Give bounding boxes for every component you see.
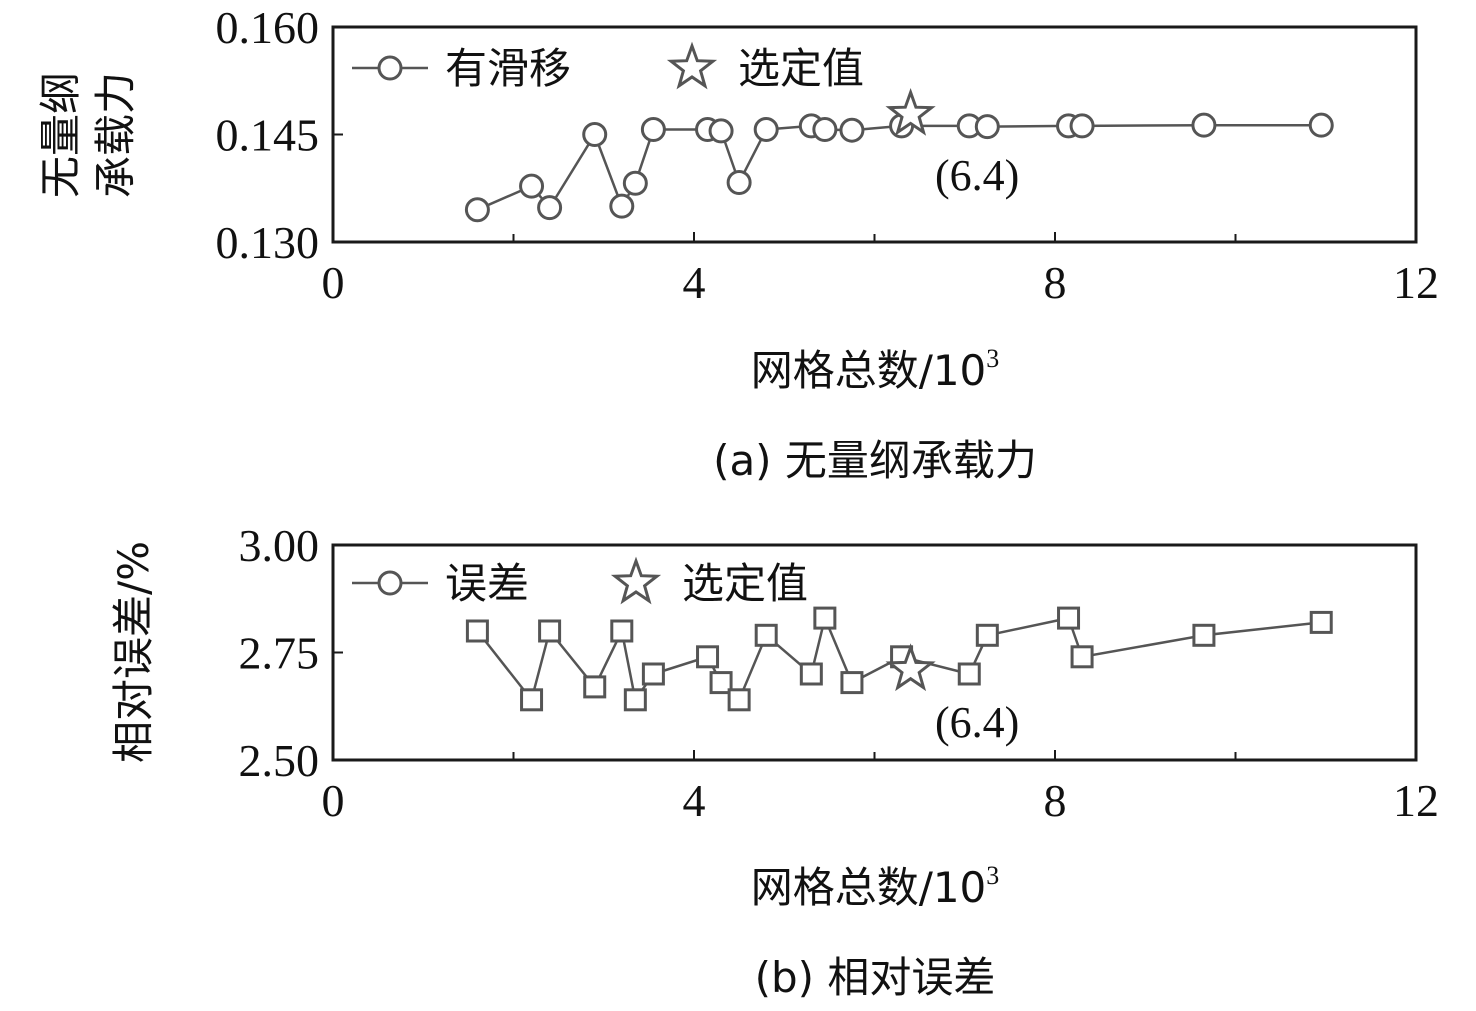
- data-point: [623, 688, 647, 712]
- x-axis-title: 网格总数/103: [751, 861, 1000, 912]
- data-point: [754, 623, 778, 647]
- data-point: [727, 688, 751, 712]
- data-point: [465, 619, 489, 643]
- legend-marker: [377, 55, 403, 81]
- data-point: [726, 170, 752, 196]
- y-axis-title: 无量纲: [36, 72, 85, 198]
- data-point: [840, 671, 864, 695]
- y-tick-label: 0.130: [216, 217, 320, 268]
- panel-caption: (a) 无量纲承载力: [713, 436, 1037, 485]
- legend-series-label: 有滑移: [445, 44, 571, 93]
- x-tick-label: 8: [1044, 775, 1067, 826]
- x-tick-label: 4: [683, 257, 706, 308]
- y-axis-title: 承载力: [91, 72, 140, 198]
- data-point: [708, 118, 734, 144]
- x-axis-title-text: 网格总数/10: [751, 863, 987, 912]
- data-point: [709, 671, 733, 695]
- legend-selected-label: 选定值: [738, 44, 864, 93]
- selected-annotation: (6.4): [935, 151, 1019, 200]
- x-tick-label: 0: [322, 257, 345, 308]
- data-point: [640, 116, 666, 142]
- data-point: [520, 688, 544, 712]
- panel-a: 0.130 0.145 0.160 0 4 8 12 无量纲承载力网格总数/103 (a) 无量…: [36, 2, 1439, 485]
- data-point: [641, 662, 665, 686]
- data-point: [812, 116, 838, 142]
- x-tick-label: 4: [683, 775, 706, 826]
- selected-star-marker: [885, 643, 936, 692]
- data-point: [799, 662, 823, 686]
- legend-star-icon: [666, 41, 718, 90]
- data-point: [1192, 623, 1216, 647]
- x-axis-title: 网格总数/103: [751, 344, 1000, 395]
- x-tick-label: 12: [1393, 257, 1439, 308]
- data-point: [839, 117, 865, 143]
- data-point: [1057, 606, 1081, 630]
- legend-series-label: 误差: [445, 559, 529, 608]
- data-point: [1070, 645, 1094, 669]
- data-point: [813, 606, 837, 630]
- data-point: [610, 619, 634, 643]
- selected-star-marker: [885, 87, 936, 136]
- y-tick-label: 2.50: [239, 735, 320, 786]
- data-point: [538, 619, 562, 643]
- data-point: [975, 623, 999, 647]
- legend-selected-label: 选定值: [682, 559, 808, 608]
- selected-annotation: (6.4): [935, 698, 1019, 747]
- data-point: [957, 662, 981, 686]
- data-point: [609, 193, 635, 219]
- data-point: [537, 195, 563, 221]
- x-axis-title-superscript: 3: [986, 344, 999, 373]
- legend-marker: [377, 570, 403, 596]
- x-tick-label: 0: [322, 775, 345, 826]
- y-tick-label: 0.160: [216, 2, 320, 53]
- data-point: [582, 122, 608, 147]
- data-point: [622, 170, 648, 196]
- data-point: [753, 116, 779, 142]
- data-point: [1191, 112, 1217, 138]
- data-point: [583, 675, 607, 699]
- panel-caption: (b) 相对误差: [755, 953, 996, 1002]
- data-point: [974, 114, 1000, 140]
- x-tick-label: 12: [1393, 775, 1439, 826]
- x-tick-label: 8: [1044, 257, 1067, 308]
- data-point: [1069, 113, 1095, 139]
- data-point: [519, 173, 545, 199]
- y-tick-label: 0.145: [216, 110, 320, 161]
- x-axis-title-superscript: 3: [986, 861, 999, 890]
- panel-b: 2.50 2.75 3.00 0 4 8 12 相对误差/% 网格总数/103 (b) 相对误差 (…: [109, 520, 1439, 1002]
- data-point: [1309, 610, 1333, 634]
- data-point: [464, 197, 490, 223]
- y-axis-title: 相对误差/%: [109, 541, 158, 763]
- y-tick-label: 3.00: [239, 520, 320, 571]
- data-point: [1308, 112, 1334, 138]
- y-tick-label: 2.75: [239, 628, 320, 679]
- data-point: [696, 645, 720, 669]
- x-axis-title-text: 网格总数/10: [751, 346, 987, 395]
- legend-star-icon: [610, 556, 662, 605]
